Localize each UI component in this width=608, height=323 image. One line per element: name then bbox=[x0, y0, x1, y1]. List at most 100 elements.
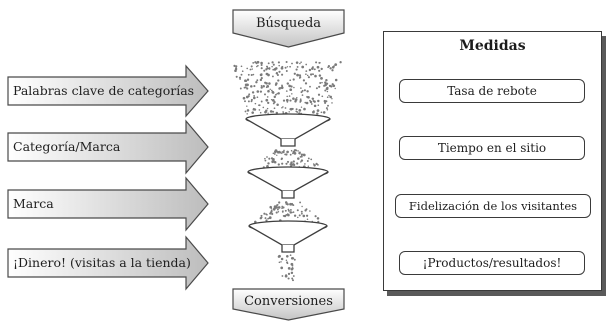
particle-dot bbox=[293, 214, 297, 217]
particle-dot bbox=[242, 96, 246, 100]
particle-dot bbox=[289, 107, 293, 111]
particle-dot bbox=[287, 277, 290, 280]
particle-dot bbox=[328, 94, 330, 97]
particle-dot bbox=[271, 160, 275, 164]
particle-dot bbox=[285, 98, 289, 102]
particle-dot bbox=[285, 201, 288, 203]
particle-dot bbox=[282, 150, 285, 154]
particle-dot bbox=[298, 214, 301, 217]
particle-dot bbox=[270, 210, 273, 213]
particle-dot bbox=[240, 65, 243, 68]
particle-dot bbox=[304, 82, 308, 85]
particle-dot bbox=[289, 153, 292, 156]
particle-dot bbox=[277, 79, 280, 82]
particle-dot bbox=[282, 111, 284, 113]
particle-dot bbox=[298, 109, 302, 112]
particle-dot bbox=[309, 210, 311, 212]
particle-dot bbox=[331, 98, 333, 100]
particle-dot bbox=[276, 92, 278, 95]
particle-dot bbox=[307, 76, 310, 79]
particle-dot bbox=[319, 62, 321, 64]
particle-dot bbox=[288, 95, 291, 97]
particle-dot bbox=[319, 82, 322, 84]
particle-dot bbox=[310, 158, 313, 161]
stage-arrow-category-brand: Categoría/Marca bbox=[7, 119, 209, 175]
particle-dot bbox=[253, 85, 256, 88]
measure-products-results: ¡Productos/resultados! bbox=[399, 251, 585, 275]
particle-dot bbox=[246, 113, 248, 115]
particle-dot bbox=[305, 101, 309, 105]
particle-dot bbox=[239, 78, 241, 80]
conversions-label: Conversiones bbox=[244, 294, 333, 309]
particle-dot bbox=[239, 87, 242, 90]
particle-dot bbox=[250, 65, 253, 68]
stage-label-category-brand: Categoría/Marca bbox=[13, 139, 121, 154]
particle-dot bbox=[316, 217, 320, 220]
particle-dot bbox=[315, 61, 318, 64]
particle-dot bbox=[251, 68, 253, 70]
particle-dot bbox=[320, 67, 323, 71]
particle-dot bbox=[283, 149, 285, 152]
particle-dot bbox=[292, 150, 296, 154]
particle-dot bbox=[302, 214, 306, 218]
particle-dot bbox=[246, 87, 249, 90]
particle-dot bbox=[276, 204, 278, 207]
particle-dot bbox=[271, 65, 273, 68]
particle-dot bbox=[266, 65, 268, 68]
particle-dot bbox=[299, 101, 302, 103]
particle-dot bbox=[282, 99, 286, 102]
particle-dot bbox=[289, 208, 292, 211]
particle-dot bbox=[257, 64, 259, 67]
particle-dot bbox=[286, 66, 289, 68]
particle-dot bbox=[240, 73, 243, 76]
particle-dot bbox=[284, 274, 288, 277]
particle-dot bbox=[280, 257, 284, 261]
particle-dot bbox=[262, 106, 265, 109]
particle-dot bbox=[252, 108, 255, 111]
particle-dot bbox=[278, 201, 281, 204]
particle-dot bbox=[244, 110, 247, 113]
particle-dot bbox=[246, 67, 249, 70]
particle-dot bbox=[280, 158, 283, 161]
particle-dot bbox=[276, 154, 278, 156]
particle-dot bbox=[292, 97, 295, 100]
particle-dot bbox=[266, 96, 269, 98]
particle-dot bbox=[267, 73, 270, 77]
particle-dot bbox=[245, 86, 247, 88]
particle-dot bbox=[295, 108, 298, 111]
particle-dot bbox=[286, 255, 289, 258]
particle-dot bbox=[282, 214, 285, 217]
particle-dot bbox=[273, 153, 276, 155]
particle-dot bbox=[297, 216, 299, 219]
particle-dot bbox=[258, 109, 261, 111]
particle-dot bbox=[251, 91, 255, 94]
particle-dot bbox=[256, 90, 260, 93]
particle-dot bbox=[282, 206, 285, 209]
particle-dot bbox=[299, 62, 301, 65]
funnel-3 bbox=[248, 220, 328, 253]
particle-dot bbox=[334, 63, 338, 66]
particle-dot bbox=[303, 89, 306, 92]
particle-dot bbox=[276, 73, 279, 77]
particle-dot bbox=[311, 97, 315, 101]
particle-dot bbox=[248, 93, 251, 96]
particle-dot bbox=[270, 89, 273, 92]
particle-dot bbox=[312, 66, 314, 68]
particle-dot bbox=[325, 78, 328, 82]
particle-dot bbox=[252, 61, 255, 64]
particle-dot bbox=[327, 104, 329, 107]
particle-dot bbox=[328, 84, 332, 88]
particle-dot bbox=[324, 101, 327, 104]
particle-dot bbox=[296, 65, 299, 68]
particle-dot bbox=[264, 157, 266, 160]
particle-dot bbox=[300, 155, 303, 158]
particle-dot bbox=[322, 111, 326, 114]
particle-dot bbox=[269, 88, 271, 91]
particle-dot bbox=[244, 100, 246, 103]
particle-dot bbox=[278, 87, 281, 90]
particle-dot bbox=[326, 96, 329, 99]
particle-dot bbox=[292, 160, 295, 163]
particle-dot bbox=[269, 110, 273, 113]
search-down-arrow: Búsqueda bbox=[232, 9, 345, 48]
